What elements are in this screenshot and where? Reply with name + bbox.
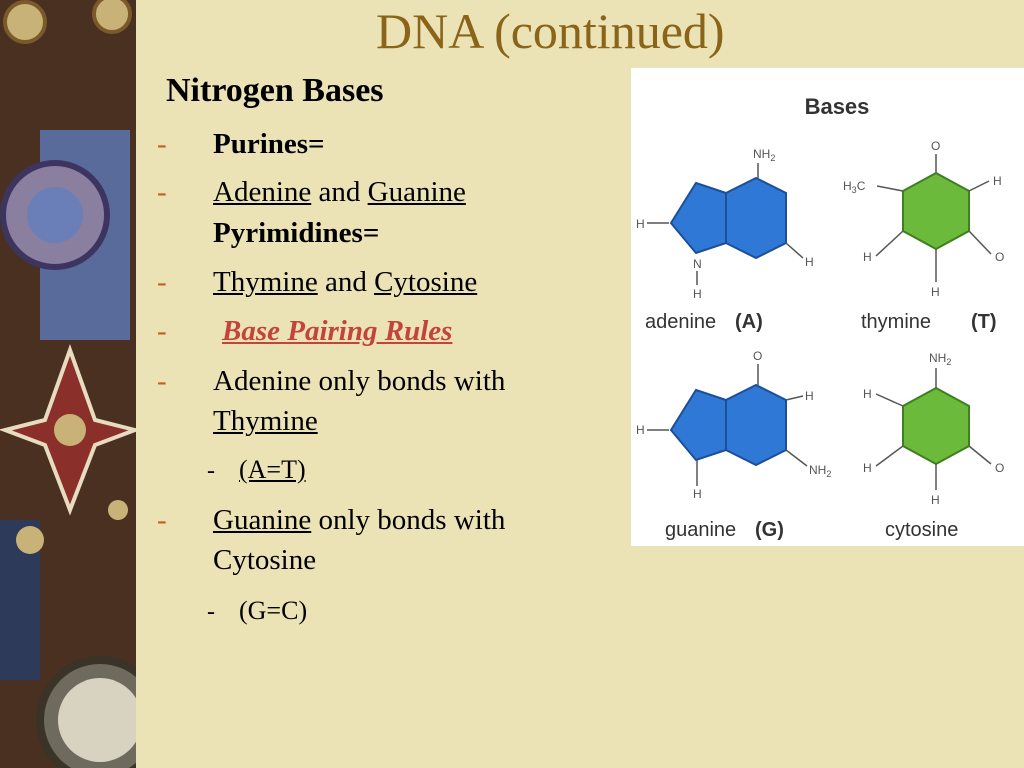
svg-text:H: H (931, 285, 940, 299)
decorative-sidebar-image (0, 0, 136, 768)
svg-text:N: N (693, 257, 702, 271)
text-and: and (318, 176, 361, 208)
svg-text:H: H (693, 287, 702, 301)
text-only-bonds-with: only bonds with (318, 504, 506, 536)
bullet-dash: - (157, 365, 167, 397)
svg-text:H: H (993, 174, 1002, 188)
pair-gc: (G=C) (239, 596, 308, 625)
text-and: and (324, 266, 367, 298)
svg-text:H: H (863, 250, 872, 264)
svg-text:NH2: NH2 (753, 147, 775, 163)
bullet-guanine-bonds: Guanine only bonds with (213, 504, 505, 537)
thymine-structure: O H3C H H O H thymine (T) (843, 139, 1004, 333)
cytosine-structure: NH2 H H O H cytosine (863, 351, 1004, 541)
svg-text:H: H (636, 217, 645, 231)
guanine-structure: H O H NH2 H guanine (G) (636, 349, 831, 541)
label-thymine: thymine (861, 311, 931, 333)
svg-text:O: O (753, 349, 762, 363)
svg-text:NH2: NH2 (809, 463, 831, 479)
svg-text:O: O (931, 139, 940, 153)
bullet-purines: Purines= (213, 128, 325, 160)
label-adenine-letter: (A) (735, 311, 763, 333)
term-thymine-2: Thymine (213, 405, 318, 437)
svg-text:H: H (805, 389, 814, 403)
term-adenine: Adenine (213, 176, 312, 208)
svg-text:H3C: H3C (843, 179, 866, 195)
bullet-adenine-bonds: Adenine only bonds with (213, 365, 506, 397)
term-guanine-2: Guanine (213, 504, 312, 536)
bullet-dash: - (157, 315, 167, 347)
slide-subtitle: Nitrogen Bases (166, 72, 384, 109)
sub-bullet-dash: - (207, 458, 215, 484)
svg-text:H: H (805, 255, 814, 269)
svg-text:O: O (995, 250, 1004, 264)
bullet-dash: - (157, 266, 167, 298)
svg-text:H: H (693, 487, 702, 501)
label-thymine-letter: (T) (971, 311, 997, 333)
bullet-thymine-cytosine: Thymine and Cytosine (213, 266, 477, 299)
sub-bullet-dash: - (207, 599, 215, 625)
svg-text:O: O (995, 461, 1004, 475)
term-cytosine-2: Cytosine (213, 544, 317, 576)
label-guanine: guanine (665, 519, 736, 541)
term-cytosine: Cytosine (374, 266, 478, 298)
adenine-structure: H NH2 N H H adenine (A) (636, 147, 814, 333)
label-guanine-letter: (G) (755, 519, 784, 541)
svg-text:H: H (636, 423, 645, 437)
diagram-heading: Bases (805, 94, 870, 119)
text-pyrimidines: Pyrimidines= (213, 217, 380, 249)
term-thymine: Thymine (213, 266, 318, 298)
base-pairing-rules-heading: Base Pairing Rules (222, 315, 453, 347)
bullet-adenine-guanine: Adenine and Guanine (213, 176, 466, 209)
bases-diagram: Bases H NH2 N H H adenine (A) O H3C H (631, 68, 1024, 546)
svg-text:H: H (931, 493, 940, 507)
bullet-dash: - (157, 504, 167, 536)
svg-text:NH2: NH2 (929, 351, 951, 367)
label-cytosine: cytosine (885, 519, 958, 541)
label-adenine: adenine (645, 311, 716, 333)
bullet-dash: - (157, 176, 167, 208)
slide-title: DNA (continued) (376, 3, 725, 59)
term-guanine: Guanine (367, 176, 466, 208)
svg-text:H: H (863, 461, 872, 475)
svg-text:H: H (863, 387, 872, 401)
pair-at: (A=T) (239, 455, 306, 484)
bullet-dash: - (157, 128, 167, 160)
